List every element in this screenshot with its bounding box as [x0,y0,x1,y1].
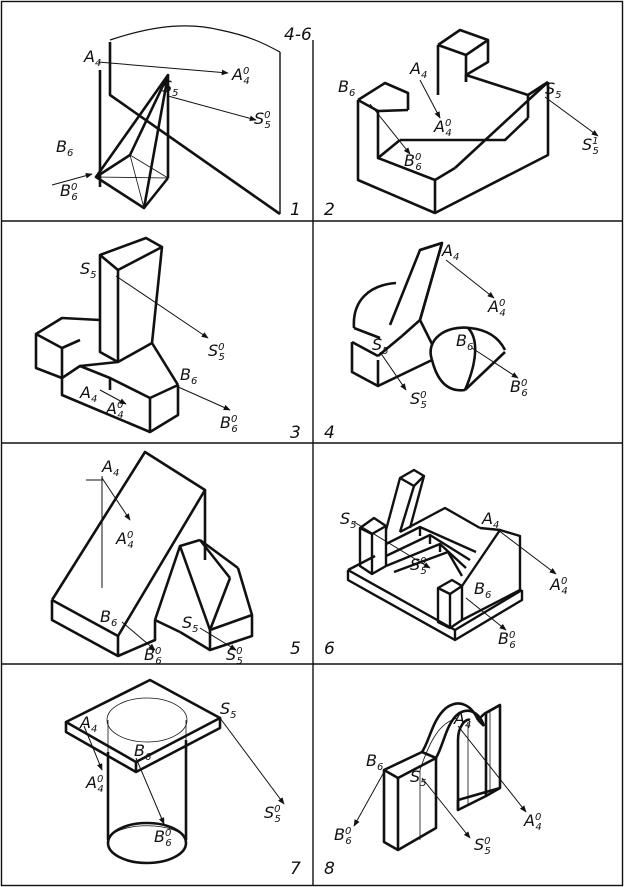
panel-4-projectors [379,259,519,391]
label-S5: S5 [340,509,357,531]
label-A4: A4 [441,241,459,263]
label-B6: B6 [366,751,383,773]
label-A4: A4 [79,713,97,735]
label-A4: A4 [481,509,499,531]
panel-6-projectors [353,521,557,631]
label-S5: S5 [410,767,427,789]
panel-6-figure [346,468,524,642]
panel-5-figure [50,450,254,658]
label-S5: S5 [372,335,389,357]
label-B6: B6 [338,77,355,99]
panel-8-hidden [397,712,491,840]
panel-3-projectors [99,275,231,411]
label-B6: B6 [56,137,73,159]
panel-7-projectors [83,717,285,825]
panel-6-number: 6 [324,639,335,659]
panel-7-hidden [106,697,188,844]
label-S5: S5 [545,79,562,101]
panel-8-projectors [353,725,527,839]
label-S5: S5 [80,259,97,281]
label-B6: B6 [180,365,197,387]
panel-5-number: 5 [290,639,301,659]
panel-1-hidden [95,154,169,209]
label-S5: S5 [182,613,199,635]
panel-3-figure [34,236,180,434]
panel-7-figure [64,678,222,865]
panel-5-projectors [86,476,237,651]
label-A4: A4 [409,59,427,81]
panel-1-number: 1 [290,200,301,220]
label-B6: B6 [100,607,117,629]
panel-8-figure [382,702,502,852]
label-A4: A4 [101,457,119,479]
panel-2-projectors [369,79,599,155]
panel-8-number: 8 [324,859,335,879]
panel-2-number: 2 [324,200,335,220]
sheet-title: 4-6 [284,25,312,45]
panel-1-figure [94,42,281,216]
panel-7-number: 7 [290,859,301,879]
label-A4: A4 [79,383,97,405]
label-S5: S5 [162,77,179,99]
panel-3-number: 3 [290,423,301,443]
panel-1-break-line [109,25,281,53]
label-B6: B6 [474,579,491,601]
panel-2-figure [356,28,550,215]
panel-1-projectors [51,61,257,186]
label-A4: A4 [453,709,471,731]
label-B6: B6 [456,331,473,353]
label-B6: B6 [134,741,151,763]
label-A4: A4 [83,47,101,69]
label-S5: S5 [220,699,237,721]
panel-4-figure [350,241,507,392]
panel-4-number: 4 [324,423,335,443]
